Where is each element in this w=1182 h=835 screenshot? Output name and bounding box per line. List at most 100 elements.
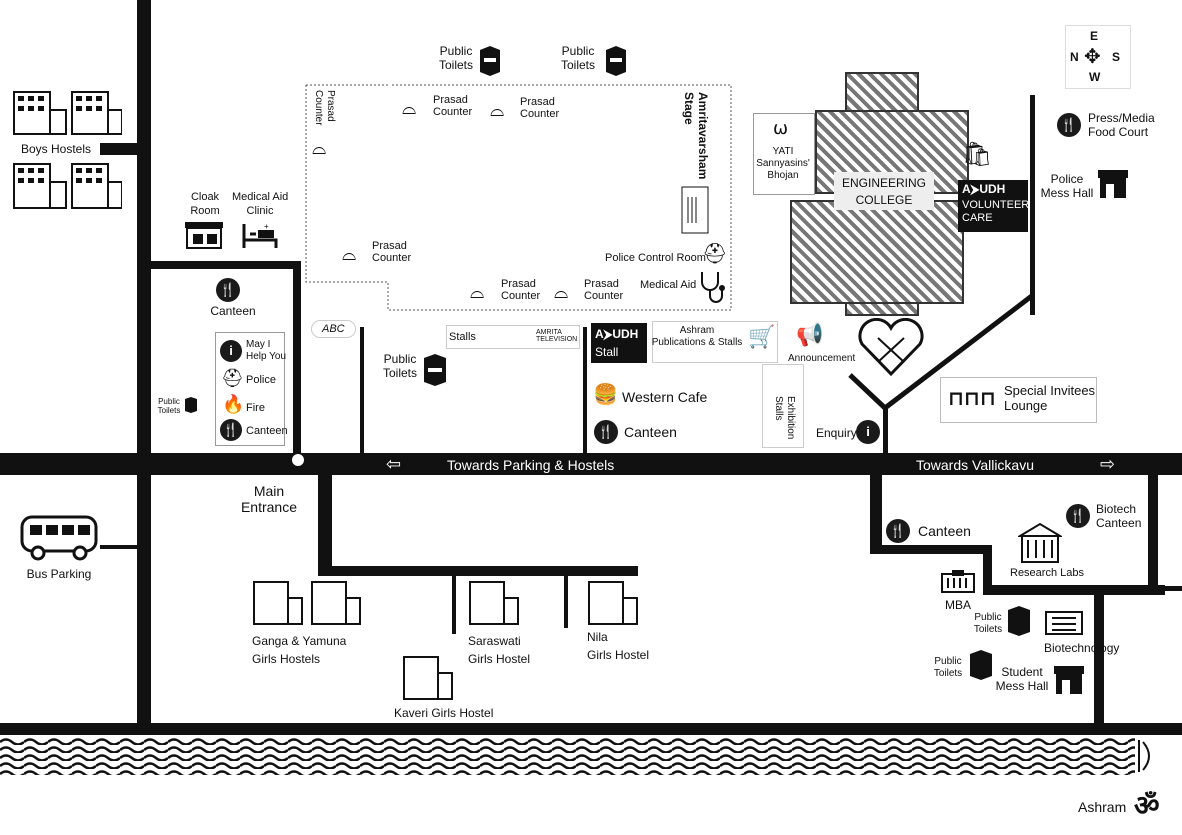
bus-parking-label: Bus Parking bbox=[26, 567, 92, 581]
toilet-icon bbox=[1008, 606, 1030, 636]
prasad-counter-c-label: Prasad Counter bbox=[372, 240, 412, 264]
building-icon bbox=[469, 581, 519, 625]
shopping-cart-icon: 🛒 bbox=[748, 324, 776, 349]
volunteer-care-label: VOLUNTEER CARE bbox=[962, 199, 1030, 224]
building-icon bbox=[941, 570, 975, 593]
canteen-icon: 🍴 bbox=[594, 420, 618, 444]
store-icon bbox=[1098, 170, 1128, 198]
bowl-icon: ⍵ bbox=[773, 118, 789, 138]
canteen-right-label: Canteen bbox=[918, 523, 971, 539]
road-girls-spur-2 bbox=[564, 574, 568, 628]
canteen-left-label: Canteen bbox=[210, 304, 256, 318]
toilet-icon bbox=[185, 397, 197, 413]
road-right-loop-left bbox=[870, 473, 882, 553]
entrance-marker-icon[interactable] bbox=[290, 452, 306, 468]
engineering-college-wing-lower bbox=[790, 200, 964, 304]
public-toilets-5-label: Public Toilets bbox=[933, 656, 963, 679]
cloak-room-label: Cloak Room bbox=[190, 191, 220, 217]
food-cover-icon: ⌓ bbox=[470, 282, 485, 302]
ayudh-stall-box bbox=[591, 323, 647, 363]
road-right-loop-bottom2 bbox=[983, 585, 1165, 595]
road-enquiry-vertical bbox=[883, 405, 888, 455]
public-toilets-3-label: Public Toilets bbox=[382, 352, 417, 380]
ayudh-stall-logo: A⮞UDH bbox=[595, 327, 639, 341]
compass-w: W bbox=[1089, 70, 1101, 84]
yati-box bbox=[753, 113, 815, 195]
road-right-loop-step bbox=[983, 545, 992, 595]
nila-label: Nila Girls Hostel bbox=[587, 630, 650, 662]
food-cover-icon: ⌓ bbox=[402, 98, 417, 118]
road-diagonals bbox=[848, 293, 1035, 410]
stage-label: Amritavarsham Stage bbox=[682, 92, 710, 180]
road-right-vertical bbox=[1030, 95, 1035, 315]
stalls-label: Stalls bbox=[449, 331, 476, 343]
road-girls-spur-1 bbox=[452, 574, 456, 634]
western-cafe-label: Western Cafe bbox=[622, 389, 708, 405]
river bbox=[0, 737, 1135, 775]
prasad-area-outline bbox=[305, 84, 732, 311]
road-inner-right bbox=[293, 261, 301, 461]
road-right-edge-spur bbox=[1158, 586, 1182, 591]
ayudh-stall-label: Stall bbox=[595, 345, 619, 359]
yati-label: YATI Sannyasins' Bhojan bbox=[756, 146, 810, 181]
heart-pavilion-icon bbox=[858, 318, 924, 377]
road-right-loop-bottom1 bbox=[870, 545, 988, 554]
ghat-icon bbox=[1138, 740, 1150, 772]
public-toilets-4-label: Public Toilets bbox=[973, 612, 1003, 635]
compass-box bbox=[1065, 25, 1131, 89]
food-bag-icon: 🛍 bbox=[962, 141, 993, 168]
stethoscope-icon bbox=[701, 272, 725, 303]
special-invitees-label: Special Invitees Lounge bbox=[1004, 383, 1096, 413]
public-toilets-1-label: Public Toilets bbox=[438, 44, 473, 72]
info-icon[interactable]: i bbox=[856, 420, 880, 444]
food-cover-icon: ⌓ bbox=[342, 244, 357, 264]
research-labs-label: Research Labs bbox=[1010, 567, 1084, 579]
towards-parking-label: Towards Parking & Hostels bbox=[447, 457, 615, 473]
compass-n: N bbox=[1070, 50, 1079, 64]
road-girls-horizontal bbox=[318, 566, 638, 576]
police-label: Police bbox=[246, 374, 276, 386]
boys-hostels-label: Boys Hostels bbox=[20, 142, 92, 156]
food-cover-icon: ⌓ bbox=[312, 138, 327, 158]
road-bus-spur bbox=[100, 545, 138, 549]
police-cap-icon: ⛑ bbox=[702, 243, 728, 265]
compass-icon: ✥ bbox=[1084, 46, 1101, 68]
announcement-label: Announcement bbox=[788, 353, 856, 364]
toilet-icon bbox=[606, 46, 626, 76]
toilet-icon bbox=[424, 354, 446, 386]
building-icon bbox=[1045, 611, 1083, 635]
building-icon bbox=[253, 581, 361, 625]
fire-label: Fire bbox=[246, 402, 265, 414]
store-icon bbox=[185, 222, 223, 249]
medical-aid-label: Medical Aid bbox=[640, 279, 697, 291]
burger-icon: 🍔 bbox=[593, 384, 618, 406]
ganga-yamuna-label: Ganga & Yamuna Girls Hostels bbox=[252, 634, 347, 666]
canteen-icon: 🍴 bbox=[886, 519, 910, 543]
road-inner-top bbox=[150, 261, 300, 269]
ashram-label: Ashram bbox=[1078, 799, 1127, 815]
prasad-counter-b-label: Prasad Counter bbox=[520, 96, 560, 120]
may-i-help-label: May I Help You bbox=[246, 339, 287, 362]
volunteer-care-box bbox=[958, 180, 1028, 232]
svg-text:+: + bbox=[264, 222, 269, 231]
building-icon bbox=[403, 656, 453, 700]
prasad-counter-a-label: Prasad Counter bbox=[433, 94, 473, 118]
fire-icon: 🔥 bbox=[222, 394, 245, 414]
building-icon bbox=[1018, 522, 1062, 563]
biotechnology-label: Biotechnology bbox=[1044, 641, 1120, 655]
prasad-counter-e-label: Prasad Counter bbox=[584, 278, 624, 302]
road-stalls-left bbox=[360, 327, 364, 455]
food-cover-icon: ⌓ bbox=[554, 282, 569, 302]
road-boys-hostel-spur bbox=[100, 143, 138, 155]
road-right-loop-right bbox=[1148, 473, 1158, 593]
toilet-icon bbox=[480, 46, 500, 76]
arrow-left-icon: ⇦ bbox=[386, 454, 402, 474]
lounge-icon: ⊓⊓⊓ bbox=[948, 388, 996, 410]
police-cap-icon: ⛑ bbox=[221, 368, 244, 388]
road-bottom bbox=[0, 723, 1182, 735]
prasad-counter-side-label: Prasad Counter bbox=[313, 90, 336, 126]
arrow-right-icon: ⇨ bbox=[1100, 454, 1116, 474]
abc-logo-icon: ABC bbox=[311, 320, 356, 338]
exhibition-box bbox=[762, 364, 804, 448]
saraswati-label: Saraswati Girls Hostel bbox=[468, 634, 531, 666]
